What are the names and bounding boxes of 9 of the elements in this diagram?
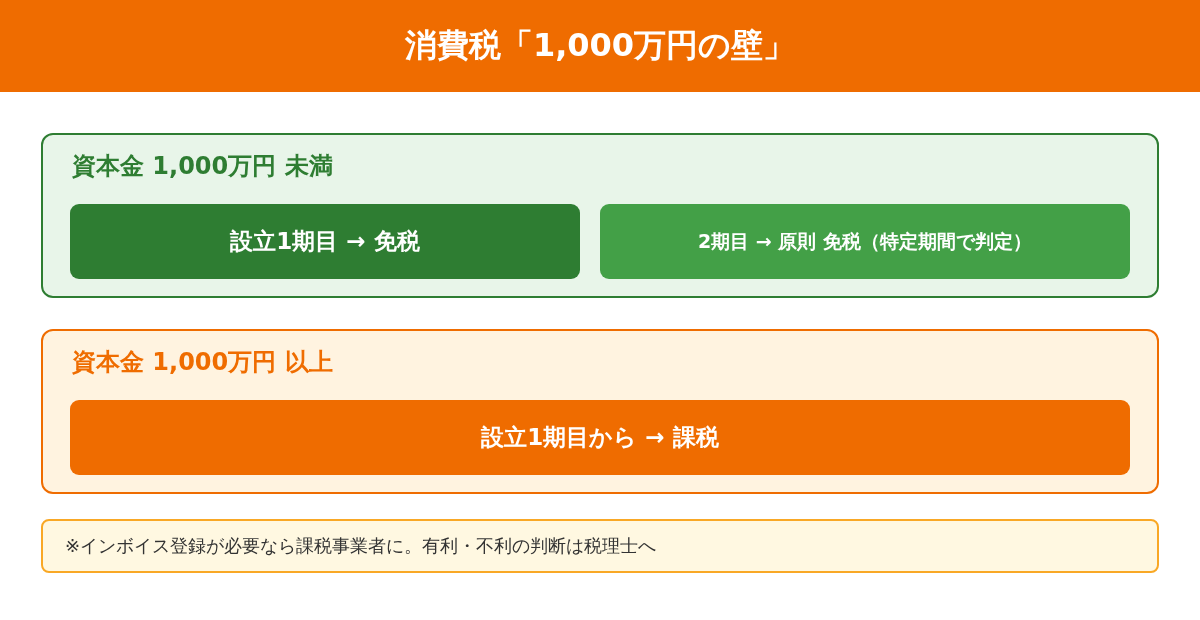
group-panel — [41, 133, 1159, 298]
note-box: ※インボイス登録が必要なら課税事業者に。有利・不利の判断は税理士へ — [41, 519, 1159, 573]
result-box: 設立1期目 → 免税 — [70, 204, 580, 279]
title: 消費税「1,000万円の壁」 — [404, 25, 796, 65]
result-box: 設立1期目から → 課税 — [70, 400, 1130, 475]
panel-heading: 資本金 1,000万円 未満 — [72, 151, 333, 181]
group-panel — [41, 329, 1159, 494]
result-box: 2期目 → 原則 免税（特定期間で判定） — [600, 204, 1130, 279]
panel-heading: 資本金 1,000万円 以上 — [72, 347, 333, 377]
